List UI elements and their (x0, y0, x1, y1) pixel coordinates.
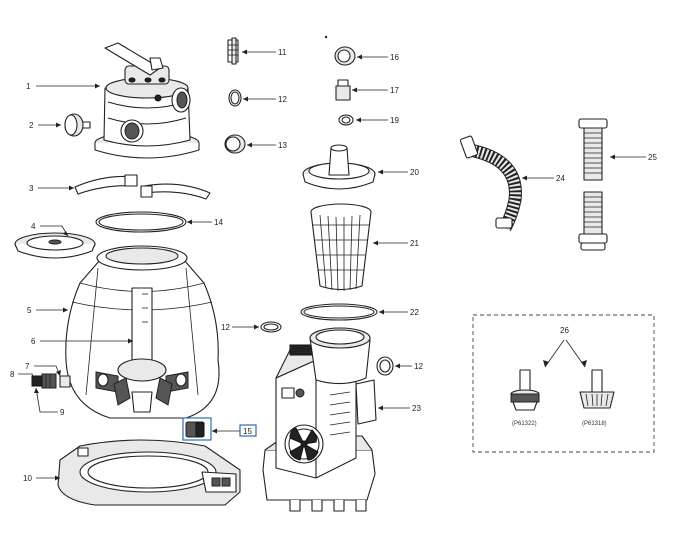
part-10-tank-base (57, 439, 241, 506)
part-12-o-ring-top (228, 89, 242, 107)
callout-labels: 1 2 3 4 5 6 7 8 9 10 11 12 13 14 12 15 1… (10, 48, 657, 483)
part-14-o-ring (95, 211, 187, 233)
callout-4: 4 (31, 222, 36, 231)
callout-21: 21 (410, 239, 419, 248)
part-21-strainer-basket (310, 203, 372, 292)
callout-15: 15 (243, 427, 252, 436)
callout-19: 19 (390, 116, 399, 125)
part-3-clamp (74, 174, 211, 200)
callout-12-right: 12 (414, 362, 423, 371)
highlight-box (182, 417, 212, 441)
adapter-right (579, 369, 615, 409)
callout-25: 25 (648, 153, 657, 162)
part-2-pressure-gauge (64, 113, 91, 137)
part-6-center-pipe-laterals (95, 287, 189, 413)
part-20-strainer-lid (302, 144, 376, 190)
callout-17: 17 (390, 86, 399, 95)
callout-8: 8 (10, 370, 15, 379)
part-4-diffuser-cap (14, 232, 96, 259)
adapter-left (510, 369, 540, 411)
part-16-nut (334, 46, 356, 66)
part-26-adapter-kit (472, 314, 655, 453)
part-1-multiport-valve (94, 42, 200, 159)
part-25-straight-hose (578, 118, 608, 251)
part-19-ring (338, 114, 354, 126)
callout-5: 5 (27, 306, 32, 315)
callout-16: 16 (390, 53, 399, 62)
callout-6: 6 (31, 337, 36, 346)
callout-7: 7 (25, 362, 30, 371)
callout-3: 3 (29, 184, 34, 193)
part-12-o-ring-mid (260, 321, 282, 333)
part-17-valve (335, 79, 351, 101)
callout-23: 23 (412, 404, 421, 413)
callout-11: 11 (278, 48, 287, 57)
callout-15-box (239, 424, 257, 437)
part-12-o-ring-right (376, 356, 394, 376)
part-24-curved-hose (459, 135, 522, 232)
part-code-right: (P61318) (582, 421, 607, 427)
callout-9: 9 (60, 408, 65, 417)
part-15-hose-adapter (182, 417, 212, 441)
callout-24: 24 (556, 174, 565, 183)
stray-mark (324, 35, 328, 39)
callout-2: 2 (29, 121, 34, 130)
part-7-9-drain-assembly (31, 373, 71, 389)
callout-22: 22 (410, 308, 419, 317)
callout-20: 20 (410, 168, 419, 177)
part-11-hose-connector (227, 37, 239, 65)
callout-1: 1 (26, 82, 31, 91)
part-code-left: (P61322) (512, 421, 537, 427)
part-23-pump (262, 327, 377, 512)
callout-13: 13 (278, 141, 287, 150)
callout-26: 26 (560, 326, 569, 335)
part-22-o-ring (300, 303, 378, 321)
leader-lines (18, 49, 646, 481)
callout-12-mid: 12 (221, 323, 230, 332)
callout-14: 14 (214, 218, 223, 227)
part-13-cap (224, 134, 246, 154)
callout-10: 10 (23, 474, 32, 483)
callout-12-top: 12 (278, 95, 287, 104)
